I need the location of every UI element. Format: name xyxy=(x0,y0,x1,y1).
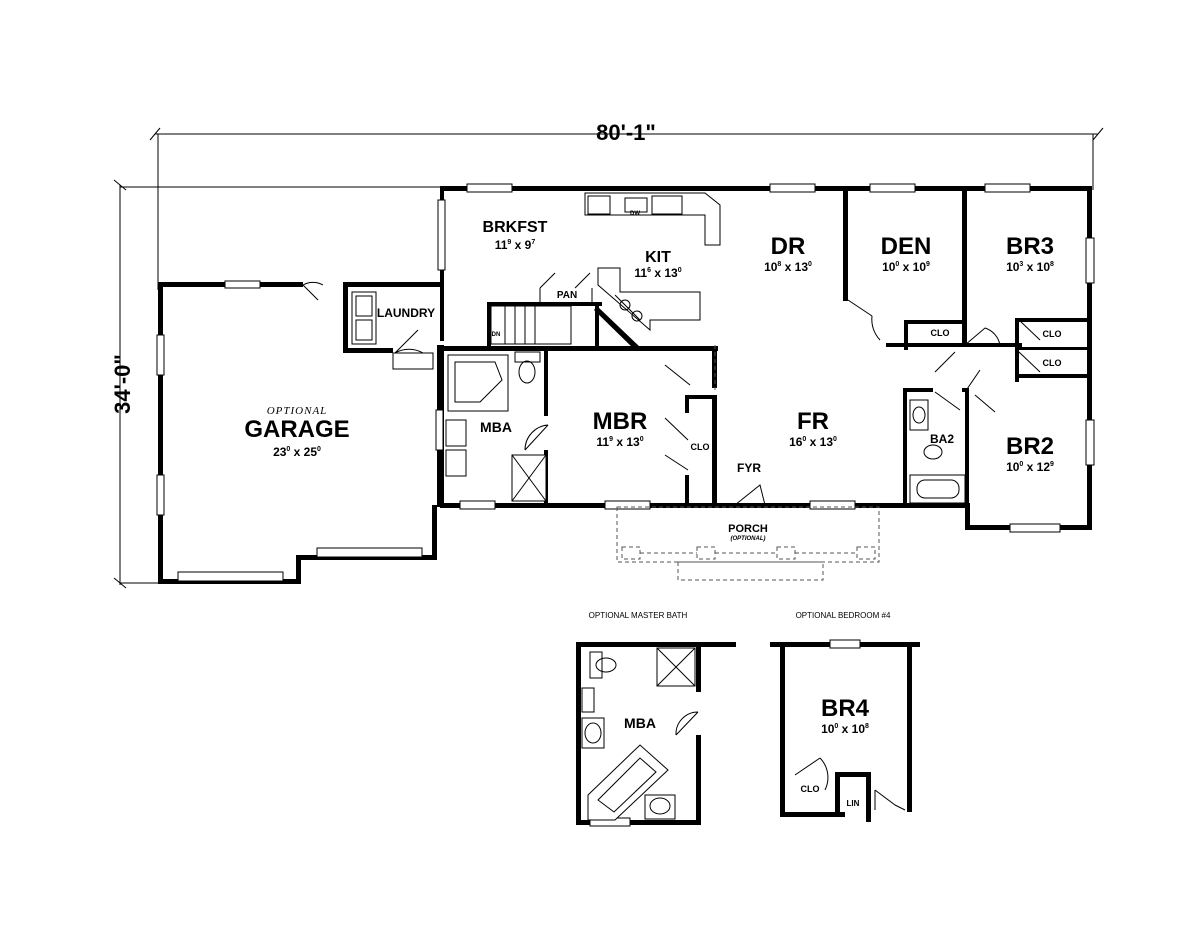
room-brkfst-size: 119 x 97 xyxy=(495,238,536,252)
room-porch-note: (OPTIONAL) xyxy=(731,536,766,542)
room-mba: MBA xyxy=(480,419,512,435)
room-br3-size: 103 x 108 xyxy=(1006,260,1054,274)
room-den-closet: CLO xyxy=(931,328,950,338)
room-mbr-size: 119 x 130 xyxy=(596,435,643,449)
room-br4-closet: CLO xyxy=(801,784,820,794)
room-br3-closet: CLO xyxy=(1043,329,1062,339)
width-label: 80'-1" xyxy=(596,120,656,145)
room-br4-linen: LIN xyxy=(847,799,860,808)
room-dw: DW xyxy=(630,211,640,217)
room-mbr-closet: CLO xyxy=(691,442,710,452)
optional-bedroom-title: OPTIONAL BEDROOM #4 xyxy=(796,611,891,620)
room-dr: DR xyxy=(771,233,806,260)
room-mbr: MBR xyxy=(593,408,648,435)
room-dn: DN xyxy=(492,332,501,338)
room-br4: BR4 xyxy=(821,695,870,722)
optional-master-bath: OPTIONAL MASTER BATH MBA xyxy=(576,611,736,827)
optional-bath-room: MBA xyxy=(624,715,656,731)
depth-label: 34'-0" xyxy=(110,354,135,414)
room-pan: PAN xyxy=(557,290,577,301)
dimension-depth: 34'-0" xyxy=(110,179,440,589)
room-br2-closet: CLO xyxy=(1043,358,1062,368)
room-porch: PORCH xyxy=(728,523,768,535)
garage-walls xyxy=(156,280,443,584)
room-ba2: BA2 xyxy=(930,432,954,446)
optional-bath-title: OPTIONAL MASTER BATH xyxy=(589,611,688,620)
dimension-width: 80'-1" xyxy=(149,120,1104,290)
room-garage: GARAGE xyxy=(244,416,349,443)
room-kit-size: 116 x 130 xyxy=(634,266,681,280)
room-kit: KIT xyxy=(645,249,671,266)
room-brkfst: BRKFST xyxy=(483,219,548,236)
room-br2-size: 100 x 129 xyxy=(1006,460,1054,474)
room-den: DEN xyxy=(881,233,932,260)
room-dr-size: 108 x 130 xyxy=(764,260,812,274)
room-fr: FR xyxy=(797,408,829,435)
room-laundry: LAUNDRY xyxy=(377,306,435,320)
room-garage-prefix: OPTIONAL xyxy=(267,405,328,417)
room-fyr: FYR xyxy=(737,461,761,475)
room-garage-size: 230 x 250 xyxy=(273,445,321,459)
room-fr-size: 160 x 130 xyxy=(789,435,837,449)
room-labels: BRKFST 119 x 97 KIT 116 x 130 DR 108 x 1… xyxy=(244,211,1061,542)
optional-bedroom-4: OPTIONAL BEDROOM #4 BR4 100 x 108 CLO LI… xyxy=(770,611,920,822)
fixtures xyxy=(435,183,1095,581)
room-den-size: 100 x 109 xyxy=(882,260,930,274)
room-br3: BR3 xyxy=(1006,233,1054,260)
room-br2: BR2 xyxy=(1006,433,1054,460)
room-br4-size: 100 x 108 xyxy=(821,722,869,736)
